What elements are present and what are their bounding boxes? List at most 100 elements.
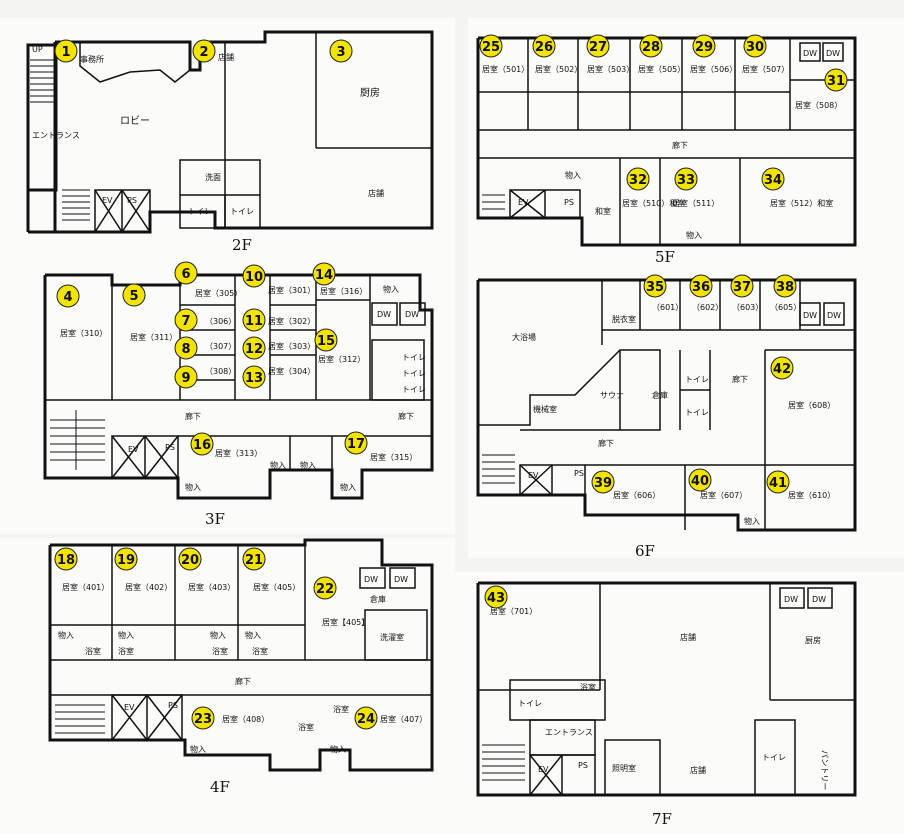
label-7f-ps: PS <box>578 761 588 770</box>
label-2f-ps: PS <box>127 196 137 205</box>
room-badge-7: 7 <box>174 308 198 332</box>
label-3f-dw-2: DW <box>405 310 419 319</box>
svg-text:9: 9 <box>181 371 190 386</box>
label-4f-dw-2: DW <box>394 575 408 584</box>
label-7f-entrance: エントランス <box>545 728 593 737</box>
svg-text:32: 32 <box>629 173 647 188</box>
room-badge-10: 10 <box>242 264 266 288</box>
svg-text:10: 10 <box>245 270 263 285</box>
label-3f-storage-3: 物入 <box>300 460 316 470</box>
label-4f-storage-3: 物入 <box>210 630 226 640</box>
svg-text:25: 25 <box>482 40 500 55</box>
svg-text:17: 17 <box>347 437 365 452</box>
floor-label-5f: 5F <box>655 248 675 266</box>
floor-label-7f: 7F <box>652 810 672 828</box>
svg-text:31: 31 <box>827 74 845 89</box>
label-2f-toilet-1: トイレ <box>188 207 212 216</box>
room-badge-34: 34 <box>761 167 785 191</box>
label-7f-lighting-room: 照明室 <box>612 763 636 773</box>
label-5f-storage-1: 物入 <box>686 230 702 240</box>
label-6f-large-bath: 大浴場 <box>512 332 536 342</box>
svg-text:37: 37 <box>733 280 751 295</box>
label-3f-storage-2: 物入 <box>270 460 286 470</box>
room-badge-43: 43 <box>484 585 508 609</box>
floor-plan-6f: （601） （602） （603） （605） 居室（606） 居室（607） … <box>468 262 904 560</box>
label-4f-corridor: 廊下 <box>235 676 251 686</box>
room-label-3f-304: 居室（304） <box>268 366 315 376</box>
label-4f-ps: PS <box>168 701 178 710</box>
svg-text:35: 35 <box>646 280 664 295</box>
label-3f-storage-4: 物入 <box>340 482 356 492</box>
room-label-3f-316: 居室（316） <box>320 286 367 296</box>
room-badge-36: 36 <box>689 274 713 298</box>
room-label-7f-701: 居室（701） <box>490 606 537 616</box>
svg-text:1: 1 <box>61 45 70 60</box>
room-badge-8: 8 <box>174 336 198 360</box>
room-label-3f-303: 居室（303） <box>268 341 315 351</box>
label-4f-dw-1: DW <box>364 575 378 584</box>
svg-text:5: 5 <box>129 289 138 304</box>
label-6f-toilet-1: トイレ <box>685 375 709 384</box>
label-3f-toilet-3: トイレ <box>402 385 426 394</box>
label-5f-dw-2: DW <box>826 49 840 58</box>
room-badge-42: 42 <box>770 356 794 380</box>
room-label-4f-405b: 居室【405】 <box>322 617 369 627</box>
label-4f-warehouse: 倉庫 <box>370 594 386 604</box>
label-6f-storage: 倉庫 <box>652 390 668 400</box>
svg-text:3: 3 <box>336 45 345 60</box>
svg-text:18: 18 <box>57 553 75 568</box>
label-5f-storage-2: 物入 <box>565 170 581 180</box>
label-5f-corridor: 廊下 <box>672 140 688 150</box>
label-4f-bath-3: 浴室 <box>212 646 228 656</box>
label-3f-dw-1: DW <box>377 310 391 319</box>
room-badge-17: 17 <box>344 431 368 455</box>
svg-text:36: 36 <box>692 280 710 295</box>
label-7f-pantry: パントリー <box>820 750 829 790</box>
room-label-3f-312: 居室（312） <box>318 354 365 364</box>
room-label-5f-502: 居室（502） <box>535 64 582 74</box>
room-label-6f-601: （601） <box>652 303 683 312</box>
label-4f-ev: EV <box>124 703 135 712</box>
room-badge-14: 14 <box>312 262 336 286</box>
room-badge-3: 3 <box>329 39 353 63</box>
room-label-4f-407: 居室（407） <box>380 714 427 724</box>
label-4f-laundry: 洗濯室 <box>380 632 404 642</box>
label-6f-dw-1: DW <box>803 311 817 320</box>
room-badge-32: 32 <box>626 167 650 191</box>
svg-text:23: 23 <box>194 712 212 727</box>
svg-text:13: 13 <box>245 371 263 386</box>
svg-text:14: 14 <box>315 268 333 283</box>
room-label-6f-605: （605） <box>770 303 801 312</box>
room-badge-39: 39 <box>591 470 615 494</box>
label-5f-dw-1: DW <box>803 49 817 58</box>
room-label-5f-510: 居室（510）和室 <box>622 198 685 208</box>
floor-plan-3f: 居室（310） 居室（311） 居室（305） （306） （307） （308… <box>0 261 455 534</box>
label-3f-corridor-1: 廊下 <box>185 411 201 421</box>
room-label-6f-606: 居室（606） <box>613 490 660 500</box>
room-label-5f-511: 居室（511） <box>672 198 719 208</box>
svg-text:7: 7 <box>181 314 190 329</box>
svg-text:40: 40 <box>691 474 709 489</box>
room-label-2f-office: 事務所 <box>80 54 104 64</box>
svg-text:22: 22 <box>316 582 334 597</box>
room-badge-20: 20 <box>178 547 202 571</box>
label-7f-shop-1: 店舗 <box>680 632 696 642</box>
label-6f-ps: PS <box>574 469 584 478</box>
label-4f-bath-1: 浴室 <box>85 646 101 656</box>
room-badge-22: 22 <box>313 576 337 600</box>
room-badge-15: 15 <box>314 328 338 352</box>
svg-text:26: 26 <box>535 40 553 55</box>
room-badge-24: 24 <box>354 706 378 730</box>
label-2f-toilet-2: トイレ <box>230 207 254 216</box>
label-4f-bath-6: 浴室 <box>333 704 349 714</box>
room-label-3f-306: （306） <box>205 317 236 326</box>
room-label-4f-403: 居室（403） <box>188 582 235 592</box>
label-3f-ev: EV <box>128 445 139 454</box>
label-7f-kitchen: 厨房 <box>805 635 821 645</box>
room-label-6f-608: 居室（608） <box>788 400 835 410</box>
room-badge-16: 16 <box>190 432 214 456</box>
label-4f-storage-2: 物入 <box>118 630 134 640</box>
room-badge-12: 12 <box>242 336 266 360</box>
svg-text:34: 34 <box>764 173 782 188</box>
room-label-3f-311: 居室（311） <box>130 332 177 342</box>
